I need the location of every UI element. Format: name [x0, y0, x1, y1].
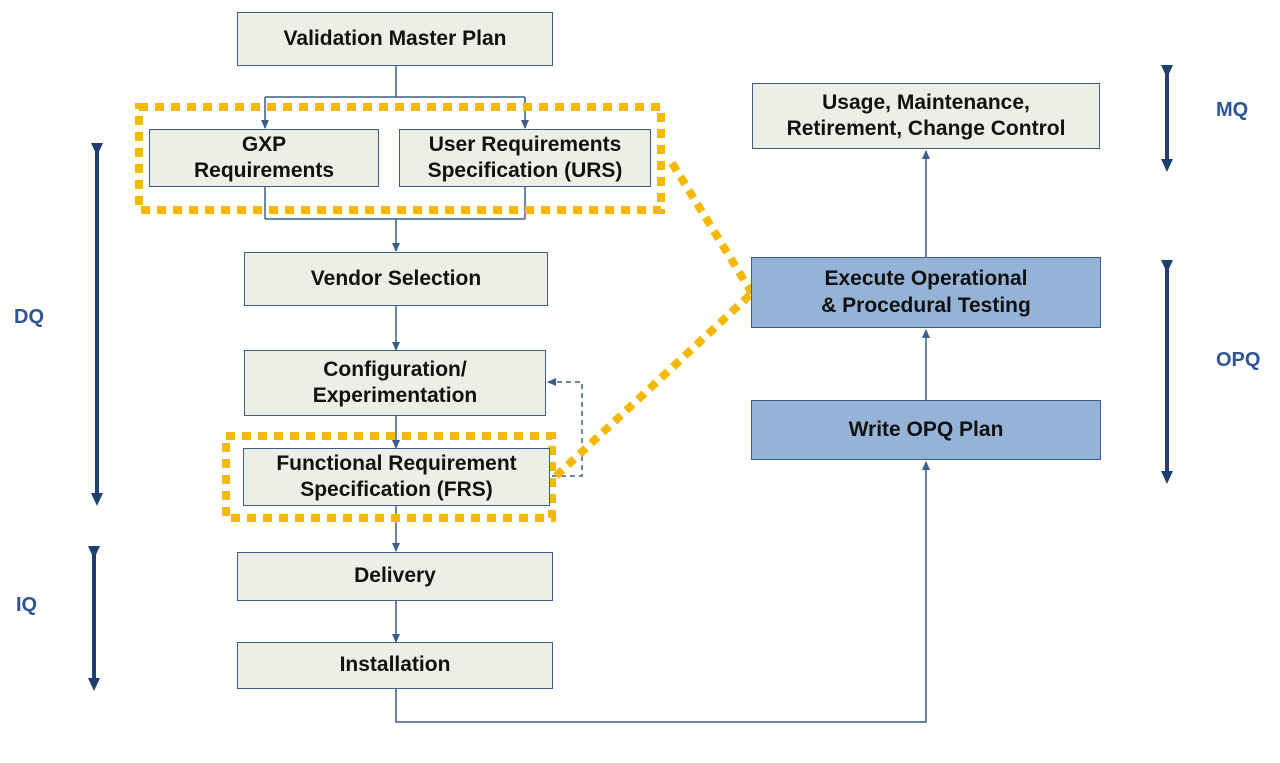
highlight-link-frs-execute	[553, 290, 755, 479]
write-opq-plan-box: Write OPQ Plan	[751, 400, 1101, 460]
highlight-dotted	[135, 103, 756, 522]
gxp-requirements-box: GXP Requirements	[149, 129, 379, 187]
phase-arrows	[88, 65, 1173, 691]
configuration-experimentation-box: Configuration/ Experimentation	[244, 350, 546, 416]
installation-box: Installation	[237, 642, 553, 689]
iq-label: IQ	[16, 594, 38, 616]
connector-frs-to-config-dashed	[547, 378, 583, 477]
dq-label: DQ	[14, 306, 44, 328]
highlight-frs-box	[222, 432, 556, 522]
validation-master-plan-box: Validation Master Plan	[237, 12, 553, 66]
connector-installation-to-opq	[395, 461, 930, 723]
frs-box: Functional Requirement Specification (FR…	[243, 448, 550, 506]
usage-maintenance-box: Usage, Maintenance, Retirement, Change C…	[752, 83, 1100, 149]
connectors-left	[261, 66, 930, 723]
urs-box: User Requirements Specification (URS)	[399, 129, 651, 187]
opq-label: OPQ	[1216, 349, 1261, 371]
mq-label: MQ	[1216, 99, 1249, 121]
highlight-link-urs-execute	[668, 160, 756, 296]
delivery-box: Delivery	[237, 552, 553, 601]
execute-testing-box: Execute Operational & Procedural Testing	[751, 257, 1101, 328]
highlight-requirements-box	[135, 103, 665, 214]
vendor-selection-box: Vendor Selection	[244, 252, 548, 306]
